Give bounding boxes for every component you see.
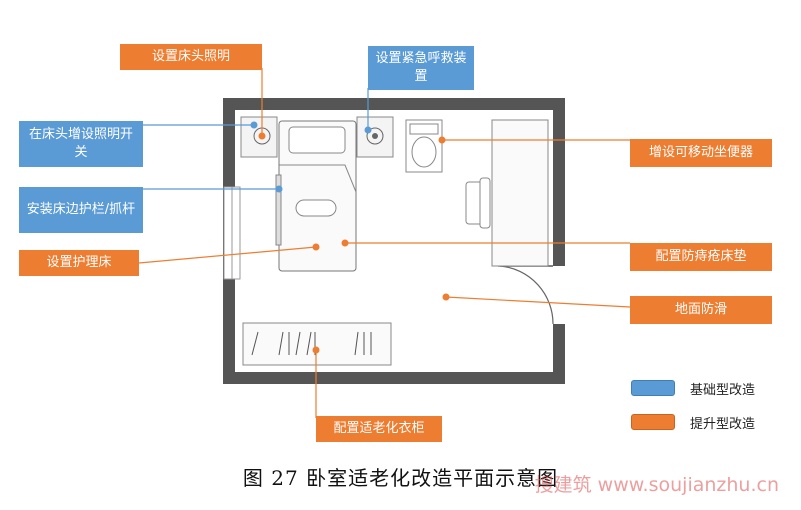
callout-wardrobe: 配置适老化衣柜: [316, 416, 442, 442]
legend-label-basic: 基础型改造: [690, 383, 756, 398]
callout-anti-slip: 地面防滑: [630, 296, 772, 324]
pillow: [288, 126, 346, 154]
callout-bed-lighting: 设置床头照明: [120, 44, 262, 70]
callout-emergency-call: 设置紧急呼救装置: [368, 46, 474, 90]
door-opening: [553, 266, 567, 324]
callout-mobile-toilet: 增设可移动坐便器: [630, 139, 772, 167]
legend-swatch-upgrade: [631, 414, 675, 430]
desk: [491, 119, 549, 267]
callout-headboard-switch: 在床头增设照明开关: [19, 121, 143, 167]
callout-nursing-bed: 设置护理床: [19, 250, 139, 276]
bed-rail: [275, 174, 282, 246]
legend-label-upgrade: 提升型改造: [690, 417, 756, 432]
figure-caption: 图 27 卧室适老化改造平面示意图: [242, 466, 559, 490]
door-swing: [499, 265, 554, 325]
callout-bed-rail: 安装床边护栏/抓杆: [19, 187, 143, 233]
blanket-fold: [279, 164, 357, 193]
handle-bar: [295, 199, 337, 217]
lamp-right: [366, 127, 384, 145]
legend-swatch-basic: [631, 380, 675, 396]
leader-lines: [138, 68, 631, 418]
callout-anti-bedsore: 配置防痔疮床垫: [630, 243, 772, 271]
wardrobe: [242, 322, 392, 366]
watermark: 搜建筑 www.soujianzhu.cn: [534, 474, 779, 496]
markers: [250, 121, 450, 354]
